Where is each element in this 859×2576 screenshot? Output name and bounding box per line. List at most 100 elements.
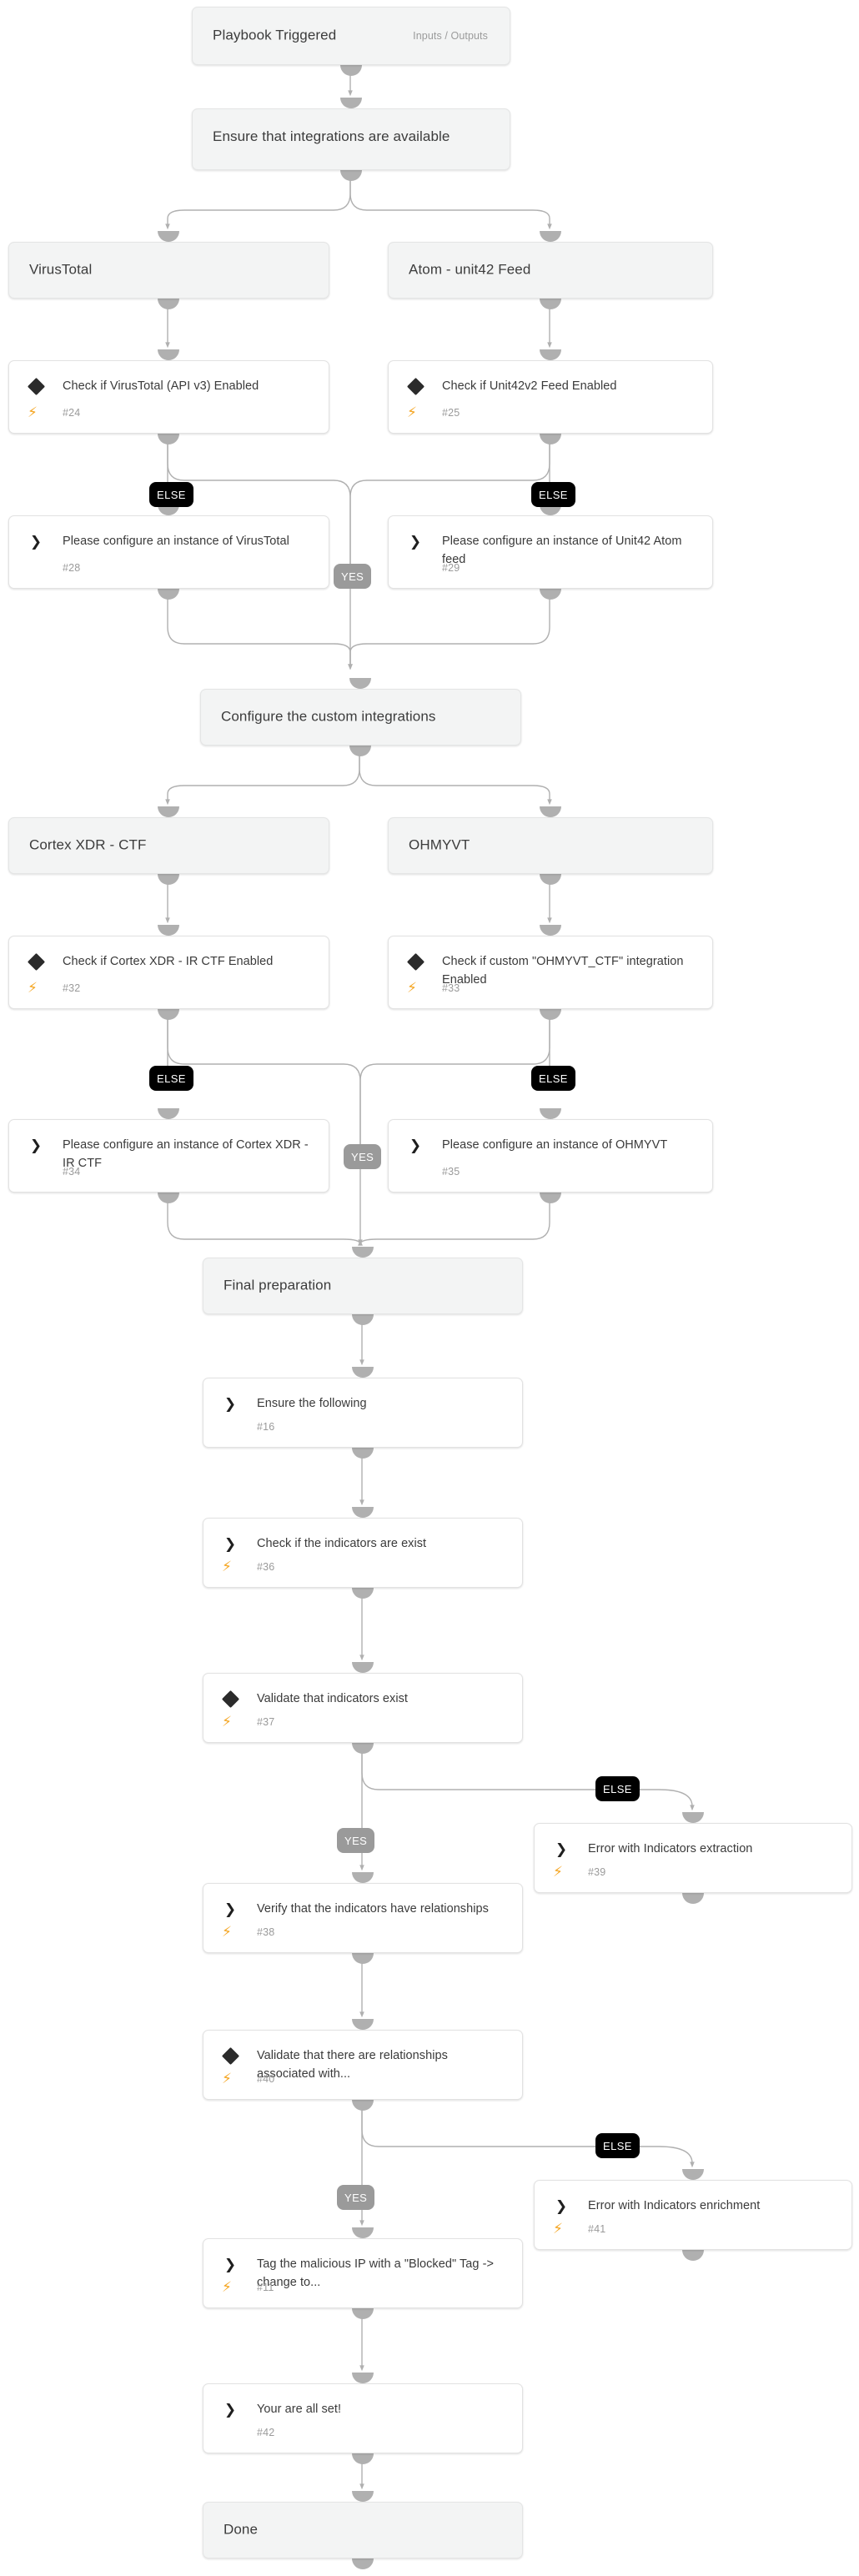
port-cortex-out[interactable]	[158, 874, 179, 885]
port-38-in[interactable]	[352, 1872, 374, 1883]
port-16-in[interactable]	[352, 1367, 374, 1378]
badge-yes-integrations: YES	[334, 564, 372, 589]
check-unit42v2-feed-enabled[interactable]: Check if Unit42v2 Feed Enabled⚡#25	[388, 360, 713, 434]
port-vt-out[interactable]	[158, 299, 179, 309]
port-25-out[interactable]	[540, 434, 561, 444]
validate-indicators-exist[interactable]: Validate that indicators exist⚡#37	[203, 1673, 523, 1743]
edge-35-to-merge	[358, 1197, 550, 1246]
port-38-out[interactable]	[352, 1953, 374, 1964]
configure-ohmyvt-instance[interactable]: ❯Please configure an instance of OHMYVT#…	[388, 1119, 713, 1193]
port-34-in[interactable]	[158, 1108, 179, 1119]
port-36-in[interactable]	[352, 1507, 374, 1518]
node-id-label: #35	[442, 1166, 460, 1178]
node-label: Please configure an instance of Unit42 A…	[442, 535, 682, 567]
port-24-out[interactable]	[158, 434, 179, 444]
chevron-glyph: ❯	[409, 1137, 422, 1153]
chevron-glyph: ❯	[29, 533, 43, 550]
port-40-out[interactable]	[352, 2100, 374, 2111]
port-41-out[interactable]	[682, 2250, 704, 2261]
port-28-out[interactable]	[158, 589, 179, 600]
port-custom-in[interactable]	[349, 678, 371, 689]
final-preparation[interactable]: Final preparation	[203, 1258, 523, 1314]
node-title: Playbook Triggered	[213, 27, 337, 43]
node-label: Error with Indicators extraction	[588, 1842, 753, 1855]
port-42-in[interactable]	[352, 2373, 374, 2383]
ohmyvt-section[interactable]: OHMYVT	[388, 817, 713, 874]
port-11-out[interactable]	[352, 2308, 374, 2319]
port-atom-in[interactable]	[540, 231, 561, 242]
cortex-xdr-ctf-section[interactable]: Cortex XDR - CTF	[8, 817, 329, 874]
port-ohmyvt-out[interactable]	[540, 874, 561, 885]
diamond-shape	[221, 2046, 239, 2065]
port-24-in[interactable]	[158, 349, 179, 360]
inputs-outputs-link[interactable]: Inputs / Outputs	[413, 30, 488, 42]
port-ensure-in[interactable]	[340, 98, 362, 108]
port-done-in[interactable]	[352, 2491, 374, 2502]
port-33-out[interactable]	[540, 1009, 561, 1020]
port-37-in[interactable]	[352, 1662, 374, 1673]
port-34-out[interactable]	[158, 1193, 179, 1203]
port-done-out[interactable]	[352, 2558, 374, 2569]
playbook-triggered[interactable]: Playbook Triggered Inputs / Outputs	[192, 7, 510, 65]
ensure-integrations-available[interactable]: Ensure that integrations are available	[192, 108, 510, 170]
configure-virustotal-instance[interactable]: ❯Please configure an instance of VirusTo…	[8, 515, 329, 589]
tag-malicious-ip-blocked[interactable]: ❯Tag the malicious IP with a "Blocked" T…	[203, 2238, 523, 2308]
port-35-in[interactable]	[540, 1108, 561, 1119]
error-indicators-enrichment[interactable]: ❯Error with Indicators enrichment⚡#41	[534, 2180, 852, 2250]
diamond-shape	[221, 1690, 239, 1708]
port-11-in[interactable]	[352, 2227, 374, 2238]
verify-indicators-have-relationships[interactable]: ❯Verify that the indicators have relatio…	[203, 1883, 523, 1953]
port-custom-out[interactable]	[349, 746, 371, 756]
check-cortex-xdr-ir-ctf-enabled[interactable]: Check if Cortex XDR - IR CTF Enabled⚡#32	[8, 936, 329, 1009]
configure-unit42-atom-feed-instance[interactable]: ❯ Please configure an instance of Unit42 …	[388, 515, 713, 589]
port-vt-in[interactable]	[158, 231, 179, 242]
port-25-in[interactable]	[540, 349, 561, 360]
node-title: Configure the custom integrations	[221, 708, 436, 725]
check-indicators-exist[interactable]: ❯Check if the indicators are exist⚡#36	[203, 1518, 523, 1588]
node-title: Cortex XDR - CTF	[29, 836, 147, 853]
port-16-out[interactable]	[352, 1448, 374, 1459]
port-ohmyvt-in[interactable]	[540, 806, 561, 817]
error-indicators-extraction[interactable]: ❯Error with Indicators extraction⚡#39	[534, 1823, 852, 1893]
node-id-label: #24	[63, 407, 81, 419]
port-37-out[interactable]	[352, 1743, 374, 1754]
check-ohmyvt-ctf-integration-enabled[interactable]: Check if custom "OHMYVT_CTF" integration…	[388, 936, 713, 1009]
chevron-glyph: ❯	[555, 2197, 568, 2214]
port-cortex-in[interactable]	[158, 806, 179, 817]
chevron-right-icon: ❯	[407, 533, 424, 550]
chevron-glyph: ❯	[224, 2401, 237, 2418]
check-virustotal-enabled[interactable]: Check if VirusTotal (API v3) Enabled⚡#24	[8, 360, 329, 434]
port-33-in[interactable]	[540, 925, 561, 936]
node-id-label: #37	[257, 1716, 275, 1728]
port-41-in[interactable]	[682, 2169, 704, 2180]
node-id-label: #39	[588, 1866, 606, 1878]
port-32-out[interactable]	[158, 1009, 179, 1020]
port-42-out[interactable]	[352, 2453, 374, 2464]
port-trigger-out[interactable]	[340, 65, 362, 76]
port-29-out[interactable]	[540, 589, 561, 600]
chevron-right-icon: ❯	[553, 1840, 570, 1857]
edge-34-to-merge	[167, 1197, 363, 1246]
port-39-out[interactable]	[682, 1893, 704, 1904]
you-are-all-set[interactable]: ❯Your are all set!#42	[203, 2383, 523, 2453]
port-35-out[interactable]	[540, 1193, 561, 1203]
node-label: Check if custom "OHMYVT_CTF" integration…	[442, 955, 684, 987]
ensure-the-following[interactable]: ❯Ensure the following#16	[203, 1378, 523, 1448]
virustotal-section[interactable]: VirusTotal	[8, 242, 329, 299]
port-36-out[interactable]	[352, 1588, 374, 1599]
port-final-out[interactable]	[352, 1314, 374, 1325]
port-32-in[interactable]	[158, 925, 179, 936]
configure-custom-integrations[interactable]: Configure the custom integrations	[200, 689, 521, 746]
port-final-in[interactable]	[352, 1247, 374, 1258]
node-title: VirusTotal	[29, 261, 93, 278]
validate-relationships-associated[interactable]: Validate that there are relationships as…	[203, 2030, 523, 2100]
port-40-in[interactable]	[352, 2019, 374, 2030]
port-ensure-out[interactable]	[340, 170, 362, 181]
atom-unit42-feed-section[interactable]: Atom - unit42 Feed	[388, 242, 713, 299]
done[interactable]: Done	[203, 2502, 523, 2558]
badge-else-cortex: ELSE	[149, 1066, 193, 1091]
port-atom-out[interactable]	[540, 299, 561, 309]
port-39-in[interactable]	[682, 1812, 704, 1823]
configure-cortex-xdr-ir-ctf-instance[interactable]: ❯Please configure an instance of Cortex …	[8, 1119, 329, 1193]
